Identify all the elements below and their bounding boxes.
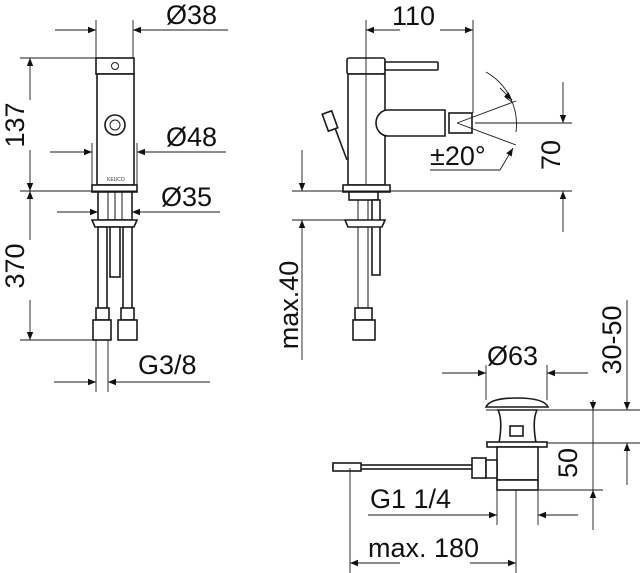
dim-diameter-38: Ø38 [166,0,217,30]
dim-thread-g38: G3/8 [138,350,197,380]
dim-height-50: 50 [553,448,583,478]
dim-range-30-50: 30-50 [597,305,627,374]
brand-logo: KEUCO [107,177,125,183]
dim-diameter-48: Ø48 [166,122,217,152]
waste-view: Ø63 50 30-50 G1 1/4 max. 180 [332,300,640,573]
dim-diameter-35: Ø35 [161,182,212,212]
dim-reach-110: 110 [392,1,435,31]
front-view: KEUCO Ø38 Ø48 Ø35 1 [0,0,228,392]
dim-length-370: 370 [0,243,30,288]
dim-diameter-63: Ø63 [487,341,538,371]
dim-thread-g1-1-4: G1 1/4 [370,484,451,514]
faucet-front: KEUCO [90,57,139,341]
dim-swivel-angle: ±20° [430,141,486,171]
dim-max-40: max.40 [274,261,304,350]
dim-max-180: max. 180 [368,533,479,563]
pop-up-waste [332,397,550,491]
dim-height-137: 137 [0,102,30,147]
faucet-side [321,57,473,341]
dim-spout-height-70: 70 [536,140,566,170]
side-view: 110 ±20° 70 max.40 [274,1,572,360]
